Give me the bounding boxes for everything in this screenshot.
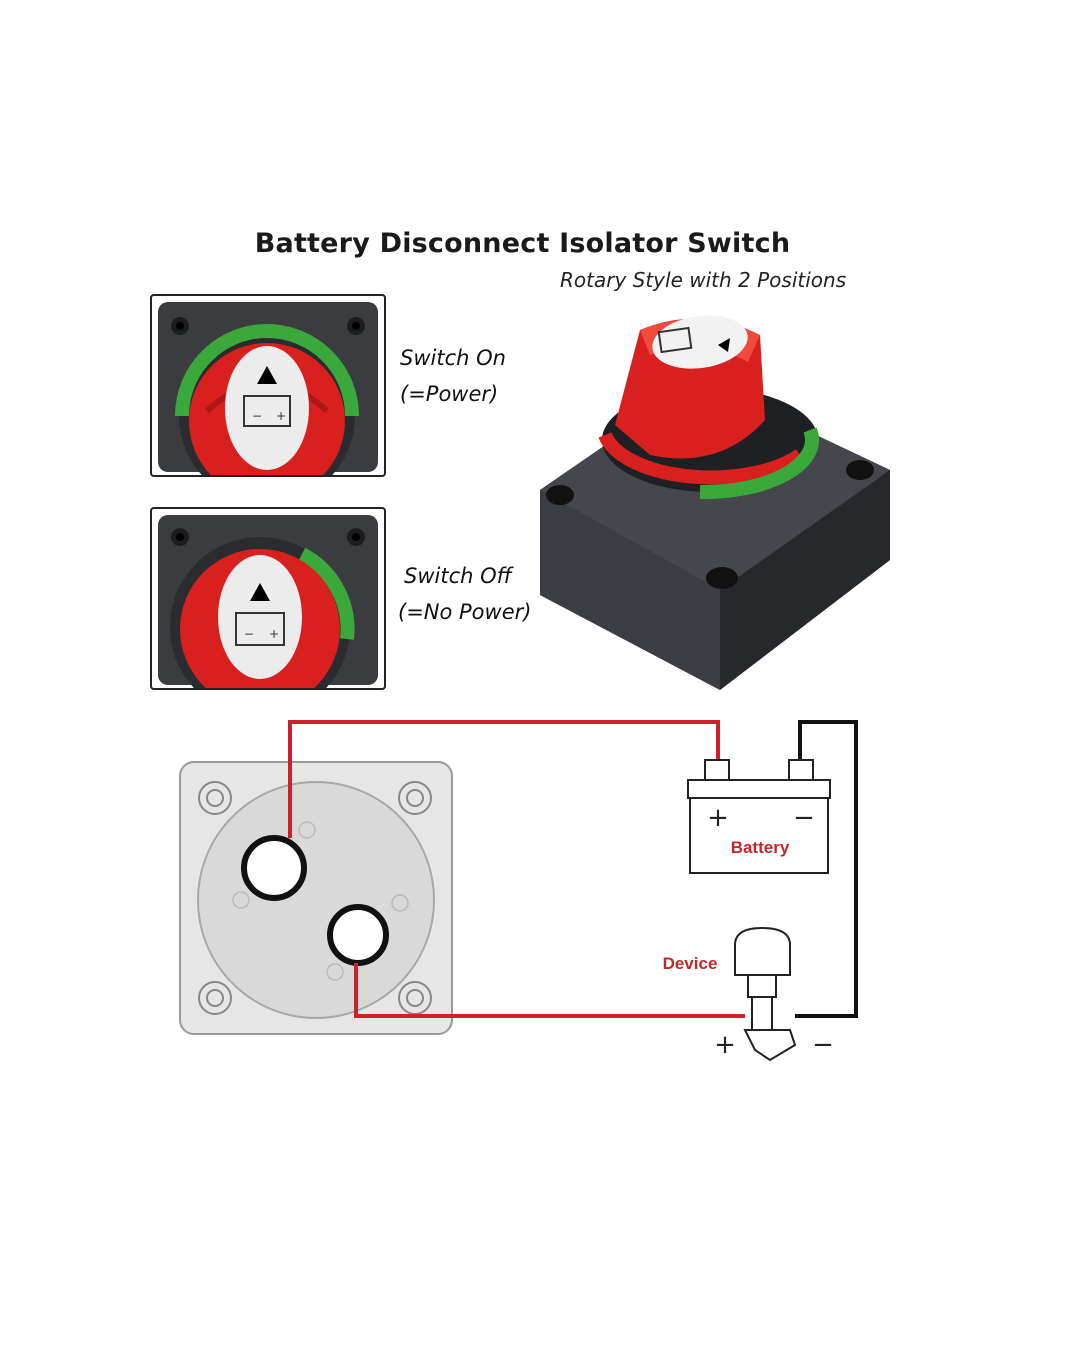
battery-minus-symbol: − bbox=[793, 803, 815, 833]
terminal-1 bbox=[241, 835, 307, 901]
switch-on-caption: Switch On (=Power) bbox=[400, 340, 506, 412]
positive-wire-battery bbox=[288, 720, 720, 838]
switch-off-photo: − + bbox=[150, 507, 386, 690]
terminal-2 bbox=[327, 904, 389, 966]
switch-on-label: Switch On bbox=[400, 346, 506, 370]
svg-text:−: − bbox=[252, 409, 262, 423]
svg-text:−: − bbox=[244, 627, 254, 641]
switch-off-illustration: − + bbox=[158, 515, 378, 688]
switch-on-sublabel: (=Power) bbox=[400, 382, 499, 406]
positive-wire-device bbox=[354, 963, 745, 1018]
device-motor-icon: Device + − bbox=[663, 926, 834, 1062]
svg-text:+: + bbox=[276, 409, 286, 423]
battery-plus-symbol: + bbox=[707, 803, 729, 833]
rotary-switch-product bbox=[540, 315, 890, 690]
battery-icon: + − Battery bbox=[687, 759, 831, 874]
negative-wire bbox=[795, 720, 858, 1018]
switch-off-label: Switch Off bbox=[404, 564, 512, 588]
switch-off-sublabel: (=No Power) bbox=[398, 600, 532, 624]
device-label: Device bbox=[663, 954, 718, 973]
switch-on-photo: − + bbox=[150, 294, 386, 477]
svg-text:+: + bbox=[269, 627, 279, 641]
page-subtitle: Rotary Style with 2 Positions bbox=[560, 268, 847, 292]
switch-off-caption: Switch Off (=No Power) bbox=[398, 558, 531, 630]
battery-label: Battery bbox=[731, 838, 790, 857]
device-minus-symbol: − bbox=[812, 1030, 834, 1060]
page-title: Battery Disconnect Isolator Switch bbox=[254, 228, 791, 259]
switch-terminal-diagram bbox=[179, 761, 453, 1035]
wiring bbox=[288, 720, 858, 1018]
switch-on-illustration: − + bbox=[158, 302, 378, 475]
device-plus-symbol: + bbox=[714, 1030, 736, 1060]
